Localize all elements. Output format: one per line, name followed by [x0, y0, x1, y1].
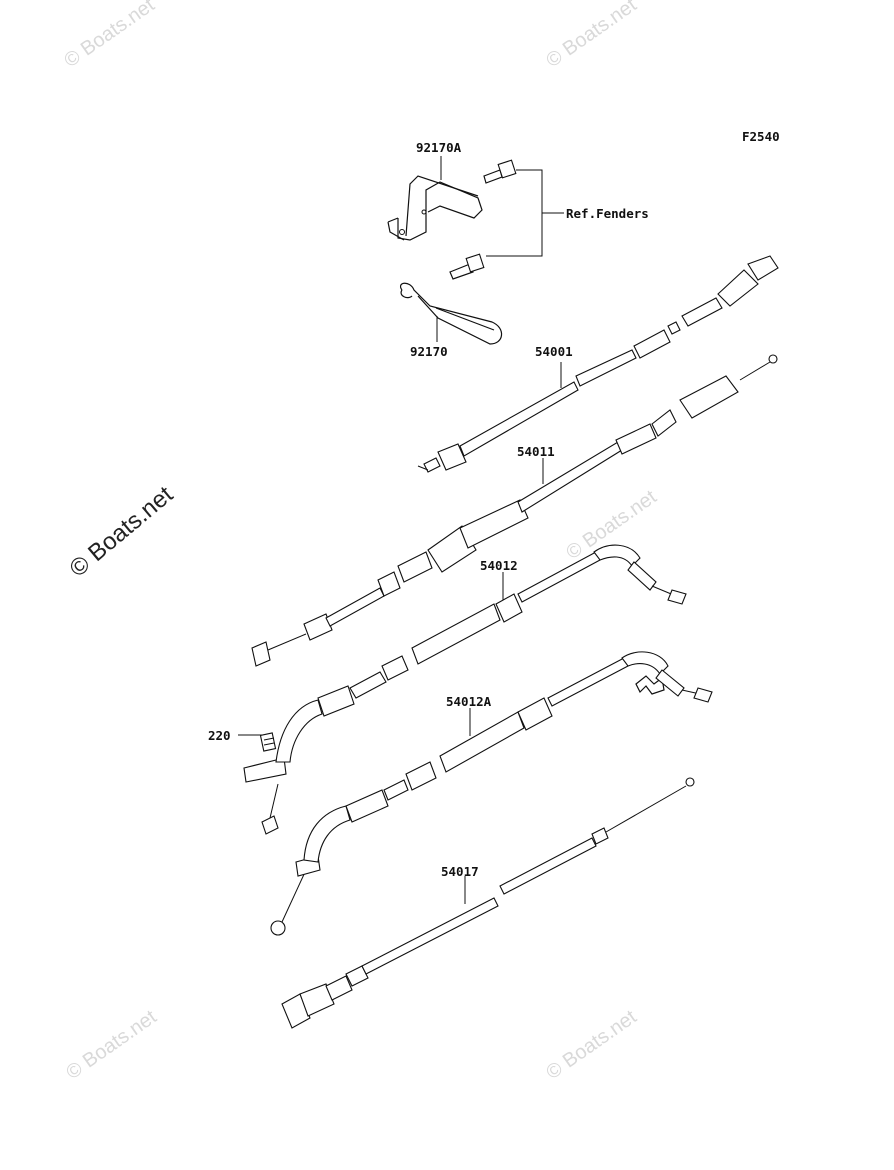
ref-fenders-bracket-line [486, 169, 543, 257]
watermark-top-right: © Boats.net [542, 0, 641, 72]
clamp-92170 [400, 282, 503, 345]
label-220: 220 [208, 728, 231, 743]
label-54017: 54017 [441, 864, 479, 879]
clamp-bracket-92170A [387, 175, 483, 241]
label-54011: 54011 [517, 444, 555, 459]
bolt-upper [483, 159, 517, 184]
cable-54017 [281, 777, 695, 1029]
svg-text:© Boats.net: © Boats.net [60, 0, 159, 72]
svg-text:© Boats.net: © Boats.net [62, 1006, 161, 1084]
svg-text:© Boats.net: © Boats.net [542, 1006, 641, 1084]
watermark-top-left: © Boats.net [60, 0, 159, 72]
bolt-lower [449, 253, 485, 280]
label-54001: 54001 [535, 344, 573, 359]
watermark-bottom-right: © Boats.net [542, 1006, 641, 1084]
cable-54012A [270, 651, 713, 936]
screw-220 [259, 732, 277, 752]
label-92170: 92170 [410, 344, 448, 359]
figure-code: F2540 [742, 129, 780, 144]
label-92170A: 92170A [416, 140, 462, 155]
cable-54012 [243, 544, 687, 835]
watermark-bottom-left: © Boats.net [62, 1006, 161, 1084]
label-ref-fenders: Ref.Fenders [566, 206, 649, 221]
cable-54011 [251, 354, 778, 667]
svg-text:© Boats.net: © Boats.net [65, 481, 179, 583]
svg-text:© Boats.net: © Boats.net [542, 0, 641, 72]
label-54012A: 54012A [446, 694, 492, 709]
cable-54001 [417, 255, 779, 473]
label-54012: 54012 [480, 558, 518, 573]
watermark-large: © Boats.net [65, 481, 179, 583]
